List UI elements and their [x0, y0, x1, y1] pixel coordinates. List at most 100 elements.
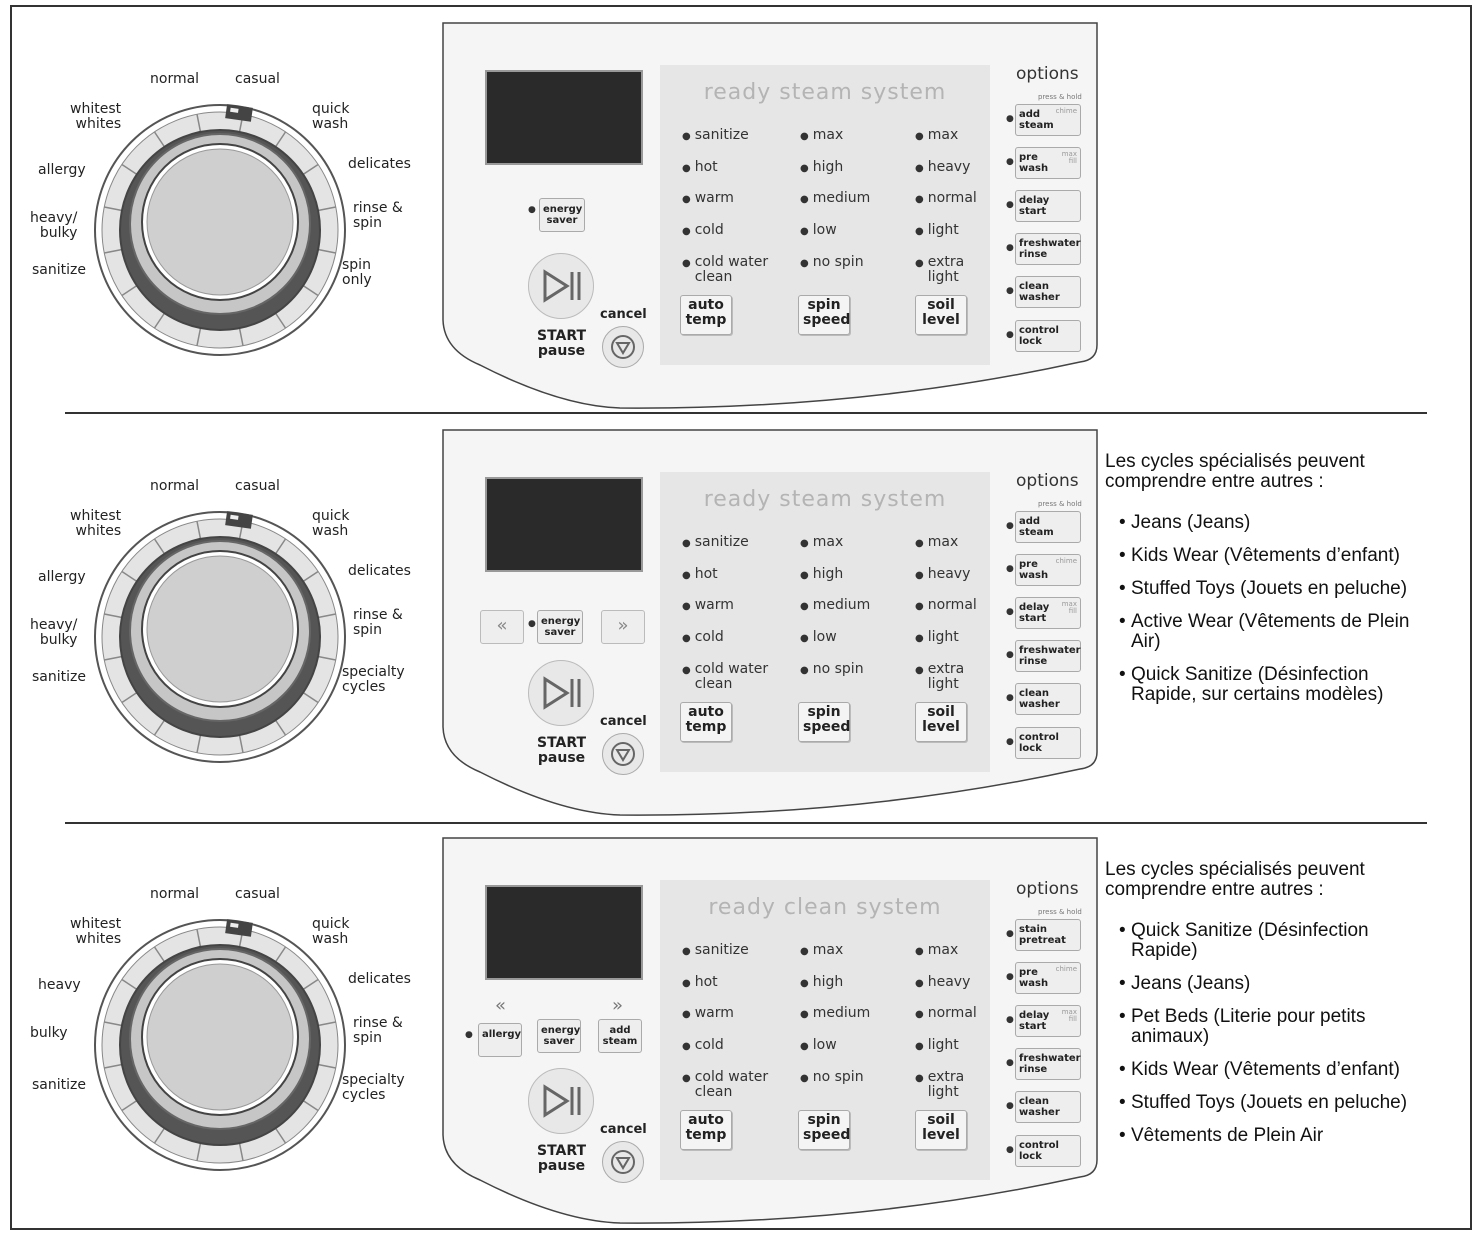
spin-option: ●low	[800, 630, 837, 646]
start-pause-button[interactable]	[528, 1068, 594, 1134]
dial-segment-divider	[196, 325, 202, 346]
cancel-button[interactable]	[602, 733, 644, 775]
spin-option: ●max	[800, 943, 843, 959]
dial-label-casual: casual	[235, 71, 280, 87]
spin-option: ●max	[800, 535, 843, 551]
option-indicator-icon: ●	[1006, 1015, 1014, 1025]
dial-label-left1: allergy	[38, 162, 86, 178]
dial-label-right1: delicates	[348, 563, 411, 579]
settings-area: ready clean system●sanitize●hot●warm●col…	[660, 880, 990, 1180]
option-sub-label: chime	[1055, 557, 1077, 565]
option-indicator-icon: ●	[1006, 972, 1014, 982]
option-label: light	[927, 222, 959, 238]
indicator-dot-icon: ●	[800, 538, 809, 549]
indicator-dot-icon: ●	[915, 665, 924, 676]
dial-label-left3: sanitize	[32, 262, 86, 278]
note-list: Jeans (Jeans)Kids Wear (Vêtements d’enfa…	[1105, 513, 1409, 705]
note-list: Quick Sanitize (DésinfectionRapide)Jeans…	[1105, 921, 1407, 1147]
dial-segment-divider	[121, 163, 139, 177]
next-arrow-icon[interactable]: »	[612, 995, 624, 1016]
spin-option: ●medium	[800, 1006, 870, 1022]
option-indicator-icon: ●	[1006, 1101, 1014, 1111]
option-label: hot	[694, 566, 718, 582]
option-label: normal	[927, 597, 977, 613]
spin-option: ●high	[800, 567, 843, 583]
option-label: sanitize	[694, 534, 749, 550]
start-pause-button[interactable]	[528, 253, 594, 319]
dial-label-left2: heavy/bulky	[30, 210, 78, 241]
option-label: heavy	[927, 974, 971, 990]
allergy-button[interactable]: allergy	[478, 1023, 522, 1057]
indicator-dot-icon: ●	[682, 194, 691, 205]
option-label: low	[812, 629, 837, 645]
temp-option: ●sanitize	[682, 128, 749, 144]
indicator-dot-icon: ●	[682, 570, 691, 581]
press-hold-note: press & hold	[1038, 908, 1082, 916]
cancel-button[interactable]	[602, 1141, 644, 1183]
spin-option: ●high	[800, 975, 843, 991]
play-pause-icon	[543, 676, 581, 710]
indicator-dot-icon: ●	[800, 1041, 809, 1052]
start-pause-button[interactable]	[528, 660, 594, 726]
option-label: cold	[694, 222, 724, 238]
dial-segment-divider	[153, 718, 167, 736]
energy-indicator-icon: ●	[528, 205, 536, 215]
prev-cycle-button[interactable]: «	[480, 610, 524, 644]
dial-segment-divider	[196, 732, 202, 753]
cancel-button[interactable]	[602, 326, 644, 368]
prev-arrow-icon[interactable]: «	[495, 995, 507, 1016]
next-cycle-button[interactable]: »	[601, 610, 645, 644]
soil-option: ●light	[915, 1038, 959, 1054]
spin-option: ●medium	[800, 598, 870, 614]
dial-segment-divider	[301, 570, 319, 584]
dial-segment-divider	[104, 248, 125, 254]
option-label: warm	[694, 190, 734, 206]
dial-segment-divider	[153, 1126, 167, 1144]
